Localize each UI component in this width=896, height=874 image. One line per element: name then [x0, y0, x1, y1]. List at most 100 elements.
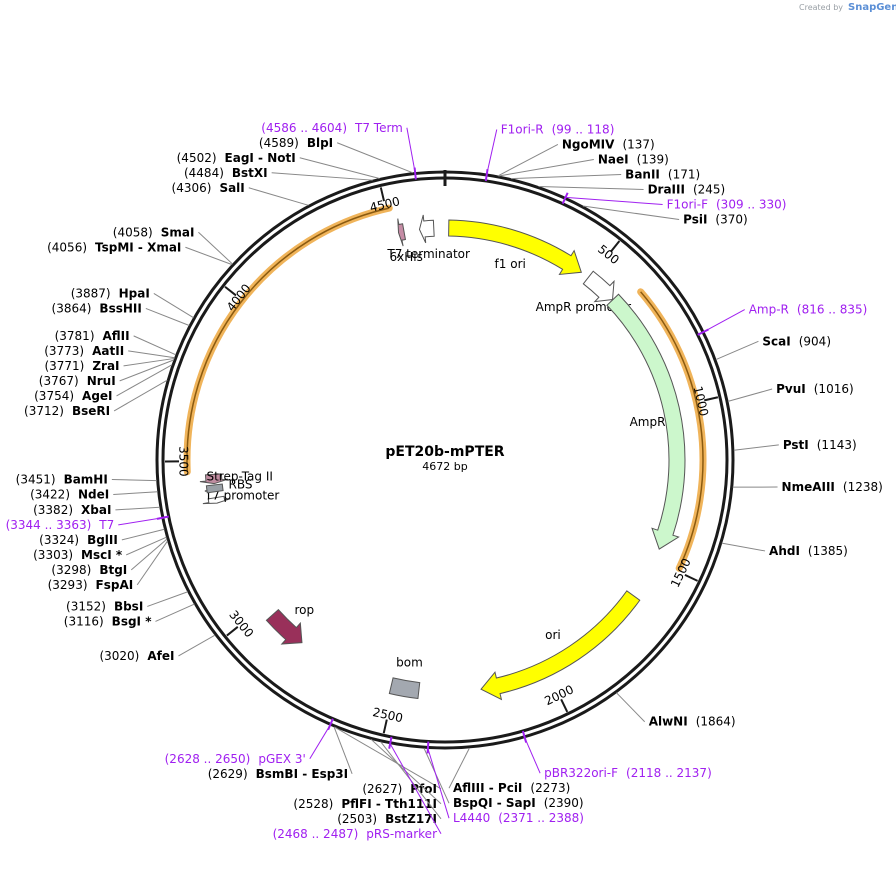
- tick-500: [609, 240, 621, 253]
- label-pos: (2390): [544, 796, 584, 810]
- label-name: BseRI: [72, 404, 110, 418]
- site-leader-bseri: [113, 379, 168, 412]
- site-label-psti: PstI(1143): [783, 438, 857, 452]
- site-label-alwni: AlwNI(1864): [649, 715, 736, 729]
- label-name: SmaI: [161, 225, 195, 239]
- feature-label-rop: rop: [294, 603, 314, 617]
- plasmid-title-group: pET20b-mPTER 4672 bp: [385, 444, 504, 473]
- site-label-fspai: (3293)FspAI: [48, 578, 134, 592]
- label-pos: (3422): [30, 488, 70, 502]
- label-name: NaeI: [598, 152, 629, 166]
- feature-label-rbs: RBS: [229, 478, 253, 492]
- site-leader-afei: [178, 634, 216, 657]
- label-name: BtgI: [99, 563, 127, 577]
- site-label-pflfi-tth111i: (2528)PflFI - Tth111I: [293, 797, 437, 811]
- tick-1000: [704, 396, 719, 402]
- tick-label-500: 500: [595, 242, 622, 267]
- site-label-ndei: (3422) NdeI: [30, 488, 109, 502]
- tick-label-3000: 3000: [226, 608, 256, 641]
- site-label-bstz17i: (2503) BstZ17I: [337, 812, 437, 826]
- site-leader-bamhi: [111, 479, 157, 482]
- label-pos: (3864): [52, 301, 92, 315]
- site-label-blpi: (4589)BlpI: [259, 136, 333, 150]
- site-label-afei: (3020)AfeI: [99, 649, 174, 663]
- label-pos: (245): [693, 182, 725, 196]
- label-pos: (1238): [843, 480, 883, 494]
- site-leader-pvui: [727, 388, 773, 402]
- label-name: AflII: [103, 329, 130, 343]
- label-pos: (3781): [55, 329, 95, 343]
- site-leader-bglii: [121, 528, 165, 541]
- label-name: BglII: [87, 533, 118, 547]
- label-pos: (4484): [184, 166, 224, 180]
- site-leader-psii: [582, 205, 680, 220]
- site-label-bamhi: (3451)BamHI: [16, 473, 108, 487]
- site-label-eagi-noti: (4502)EagI - NotI: [177, 151, 296, 165]
- label-pos: (1143): [817, 438, 857, 452]
- label-name: ScaI: [762, 334, 790, 348]
- label-pos: (2468 .. 2487): [273, 827, 359, 841]
- label-name: NdeI: [78, 488, 109, 502]
- primer-leader-t7: [118, 517, 162, 526]
- primer-mark-amp-r: [697, 328, 709, 336]
- primer-mark-pgex-3: [327, 718, 334, 731]
- label-name: MscI *: [81, 548, 123, 562]
- primer-leader-prs-marker: [389, 743, 442, 835]
- site-leader-nrui: [119, 359, 175, 382]
- label-pos: (2371 .. 2388): [498, 811, 584, 825]
- site-label-scai: ScaI(904): [762, 334, 831, 348]
- primer-label-pbr322ori-f: pBR322ori-F(2118 .. 2137): [544, 766, 712, 780]
- site-label-xbai: (3382)XbaI: [33, 503, 111, 517]
- site-leader-pfoi: [334, 726, 442, 790]
- highlight-layer: [183, 204, 707, 572]
- label-pos: (3303): [33, 548, 73, 562]
- label-name: T7: [98, 518, 114, 532]
- label-pos: (309 .. 330): [716, 197, 786, 211]
- tick-4500: [379, 187, 385, 202]
- label-name: BstZ17I: [385, 812, 437, 826]
- site-leader-afliii-pcii: [448, 747, 470, 789]
- label-name: pGEX 3': [258, 752, 305, 766]
- label-name: pRS-marker: [366, 827, 437, 841]
- site-label-aflii: (3781) AflII: [55, 329, 130, 343]
- label-pos: (3712): [24, 404, 64, 418]
- site-leader-agei: [116, 364, 173, 397]
- label-name: BamHI: [64, 473, 108, 487]
- site-label-bseri: (3712) BseRI: [24, 404, 110, 418]
- label-pos: (2503): [337, 812, 377, 826]
- tick-label-3500: 3500: [176, 446, 190, 477]
- site-leader-sali: [248, 187, 309, 206]
- site-leader-aatii: [128, 350, 175, 359]
- feature-ampr: [606, 293, 686, 550]
- site-leader-msci: [125, 536, 167, 556]
- feature-label-ampr-promoter: AmpR promoter: [536, 300, 631, 314]
- site-leader-bsgi: [155, 603, 195, 622]
- label-pos: (1016): [814, 382, 854, 396]
- site-label-sali: (4306)SalI: [172, 181, 245, 195]
- snapgene-credit: Created by SnapGene: [799, 2, 896, 13]
- site-leader-smai: [198, 231, 233, 265]
- feature-t7-promoter: [202, 495, 231, 505]
- site-leader-bsmbi-esp3i: [333, 726, 353, 774]
- site-leader-fspai: [136, 540, 168, 586]
- label-pos: (2627): [362, 782, 402, 796]
- site-leader-tspmi-xmai: [185, 246, 233, 266]
- label-pos: (99 .. 118): [552, 122, 615, 136]
- label-pos: (4502): [177, 151, 217, 165]
- site-leader-bsshii: [145, 307, 190, 326]
- site-label-zrai: (3771)ZraI: [44, 359, 119, 373]
- tick-2000: [560, 698, 569, 713]
- site-label-banii: BanII(171): [625, 167, 700, 181]
- primer-leader-t7-term: [406, 127, 416, 173]
- primer-mark-pbr322ori-f: [521, 730, 528, 743]
- primer-label-l4440: L4440(2371 .. 2388): [453, 811, 584, 825]
- label-name: BlpI: [307, 136, 333, 150]
- site-leader-hpai: [153, 293, 194, 319]
- label-name: BbsI: [114, 599, 143, 613]
- feature-label-f1-ori: f1 ori: [495, 257, 526, 271]
- label-pos: (3116): [64, 614, 104, 628]
- label-name: AflIII - PciI: [453, 781, 522, 795]
- label-pos: (2273): [530, 781, 570, 795]
